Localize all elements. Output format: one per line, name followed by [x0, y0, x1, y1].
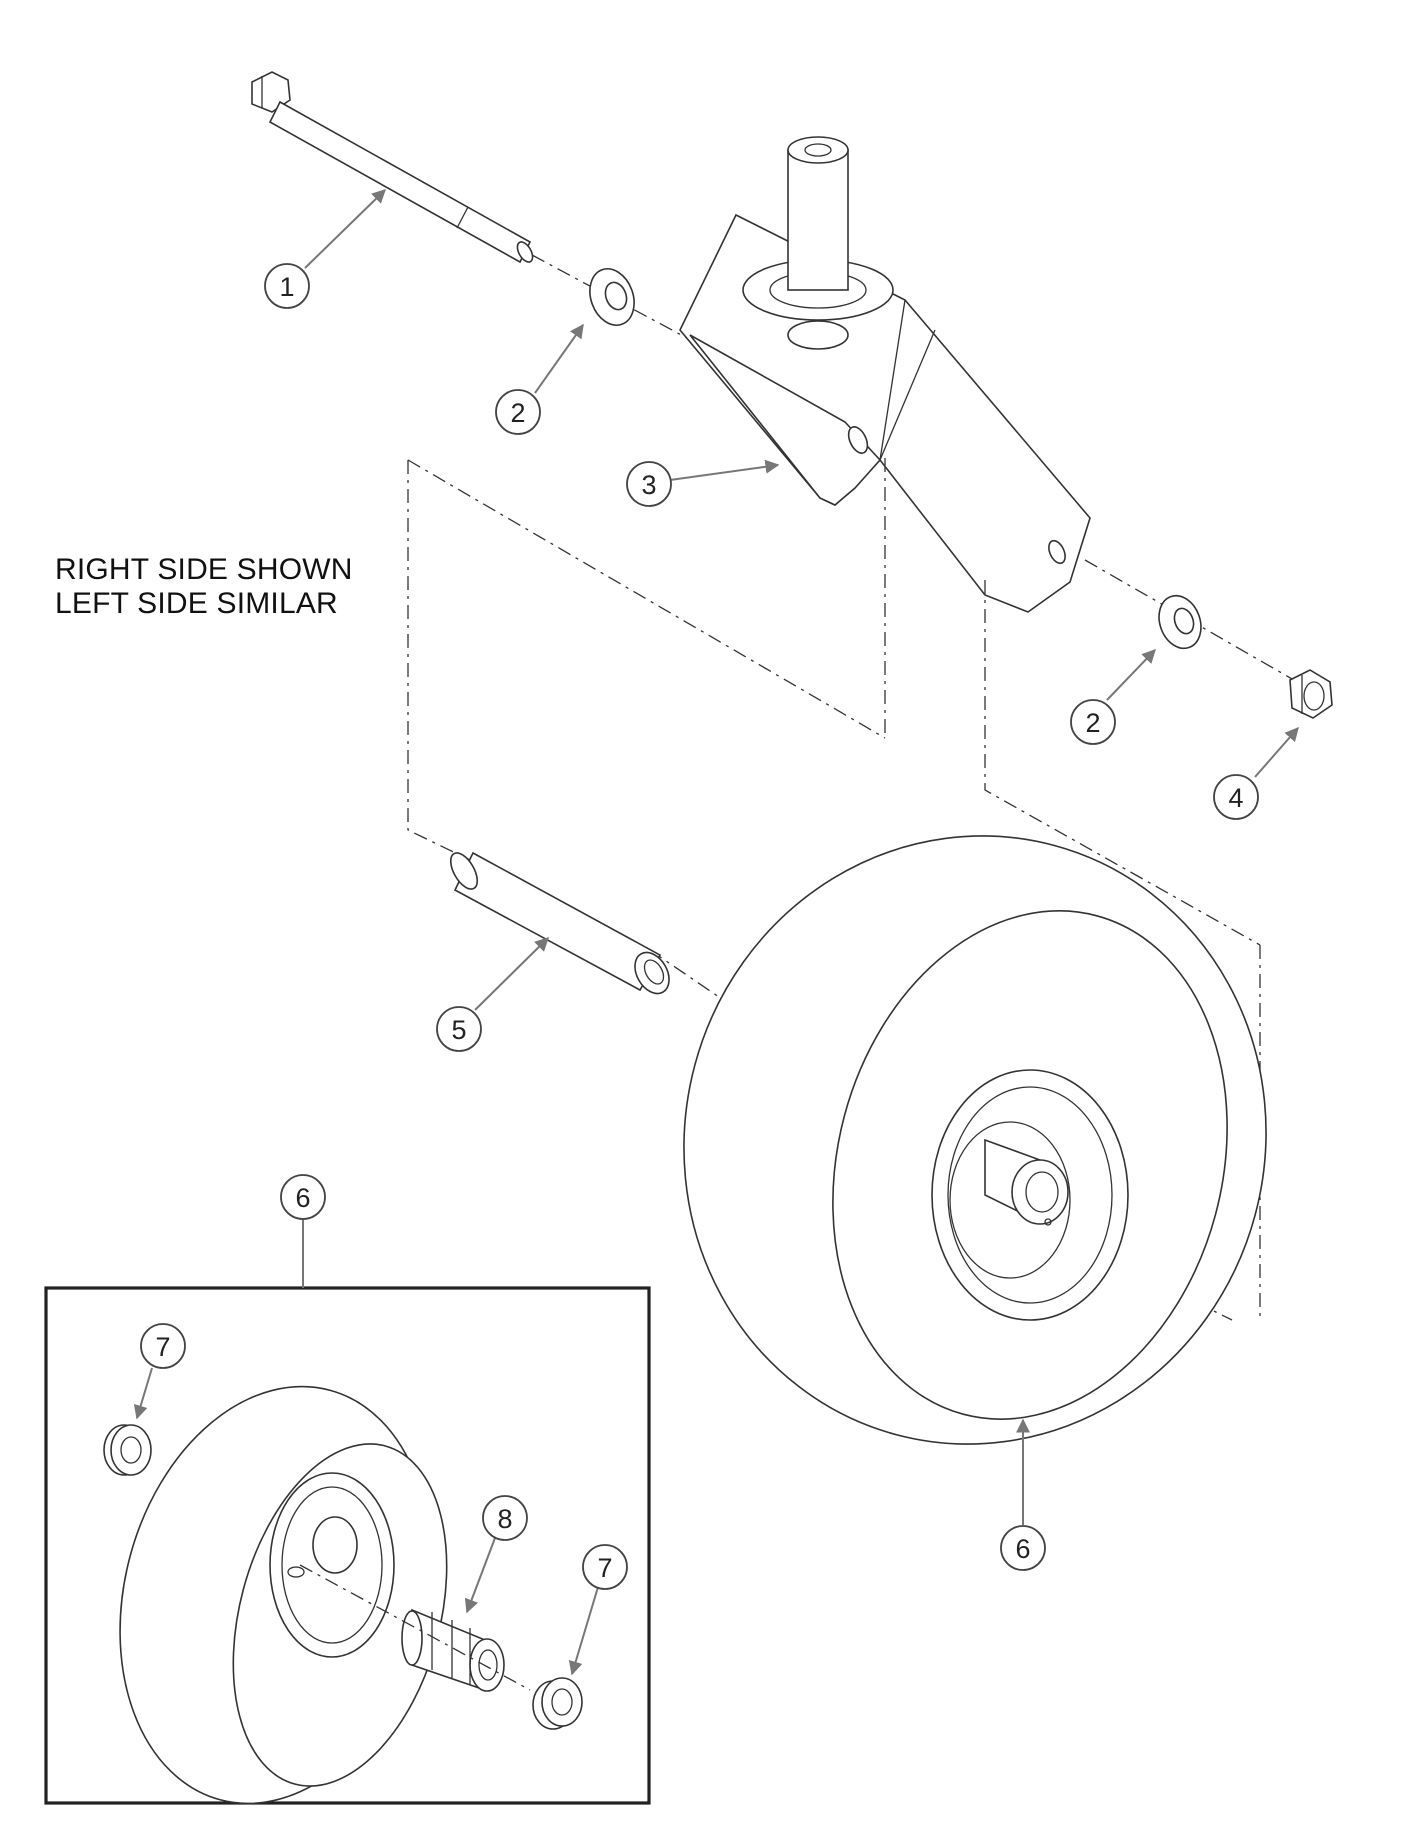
wheel-part-6-detail [119, 1385, 448, 1805]
callout-4: 4 [1213, 774, 1259, 820]
washer-part-2-upper [589, 268, 635, 326]
svg-text:5: 5 [451, 1015, 466, 1045]
washer-part-2-lower [1158, 594, 1202, 650]
svg-text:6: 6 [1015, 1534, 1030, 1564]
assembly-guide-left [407, 458, 886, 861]
svg-text:2: 2 [1085, 708, 1100, 738]
callout-7-right: 7 [582, 1544, 628, 1590]
axis-line-right [1084, 559, 1321, 696]
assembly-guide-right [984, 580, 1261, 1322]
bearing-part-7-right [532, 1677, 583, 1730]
svg-text:8: 8 [497, 1504, 512, 1534]
svg-text:4: 4 [1228, 783, 1243, 813]
bearing-part-7-left [103, 1424, 152, 1476]
callout-2-upper: 2 [495, 389, 541, 435]
bolt-part-1 [251, 71, 534, 264]
callout-6-main: 6 [1000, 1525, 1046, 1571]
callout-8: 8 [482, 1495, 528, 1541]
svg-text:3: 3 [641, 470, 656, 500]
caster-yoke-part-3 [679, 136, 1091, 613]
wheel-part-6-main [683, 835, 1267, 1445]
callout-3: 3 [626, 461, 672, 507]
side-note-line-2: LEFT SIDE SIMILAR [55, 587, 338, 620]
svg-text:7: 7 [155, 1332, 170, 1362]
callout-1: 1 [264, 263, 310, 309]
side-note-line-1: RIGHT SIDE SHOWN [55, 553, 353, 586]
spacer-tube-part-5 [449, 851, 670, 995]
svg-text:7: 7 [597, 1553, 612, 1583]
callout-5: 5 [436, 1006, 482, 1052]
callout-7-left: 7 [140, 1323, 186, 1369]
svg-text:6: 6 [295, 1183, 310, 1213]
callout-2-lower: 2 [1070, 699, 1116, 745]
sleeve-part-8 [401, 1608, 505, 1692]
side-note: RIGHT SIDE SHOWN LEFT SIDE SIMILAR [55, 553, 353, 621]
svg-text:2: 2 [510, 398, 525, 428]
detail-inset-frame [44, 1286, 651, 1805]
svg-text:1: 1 [279, 272, 294, 302]
nut-part-4 [1289, 669, 1333, 719]
callout-6-detail: 6 [280, 1174, 326, 1220]
